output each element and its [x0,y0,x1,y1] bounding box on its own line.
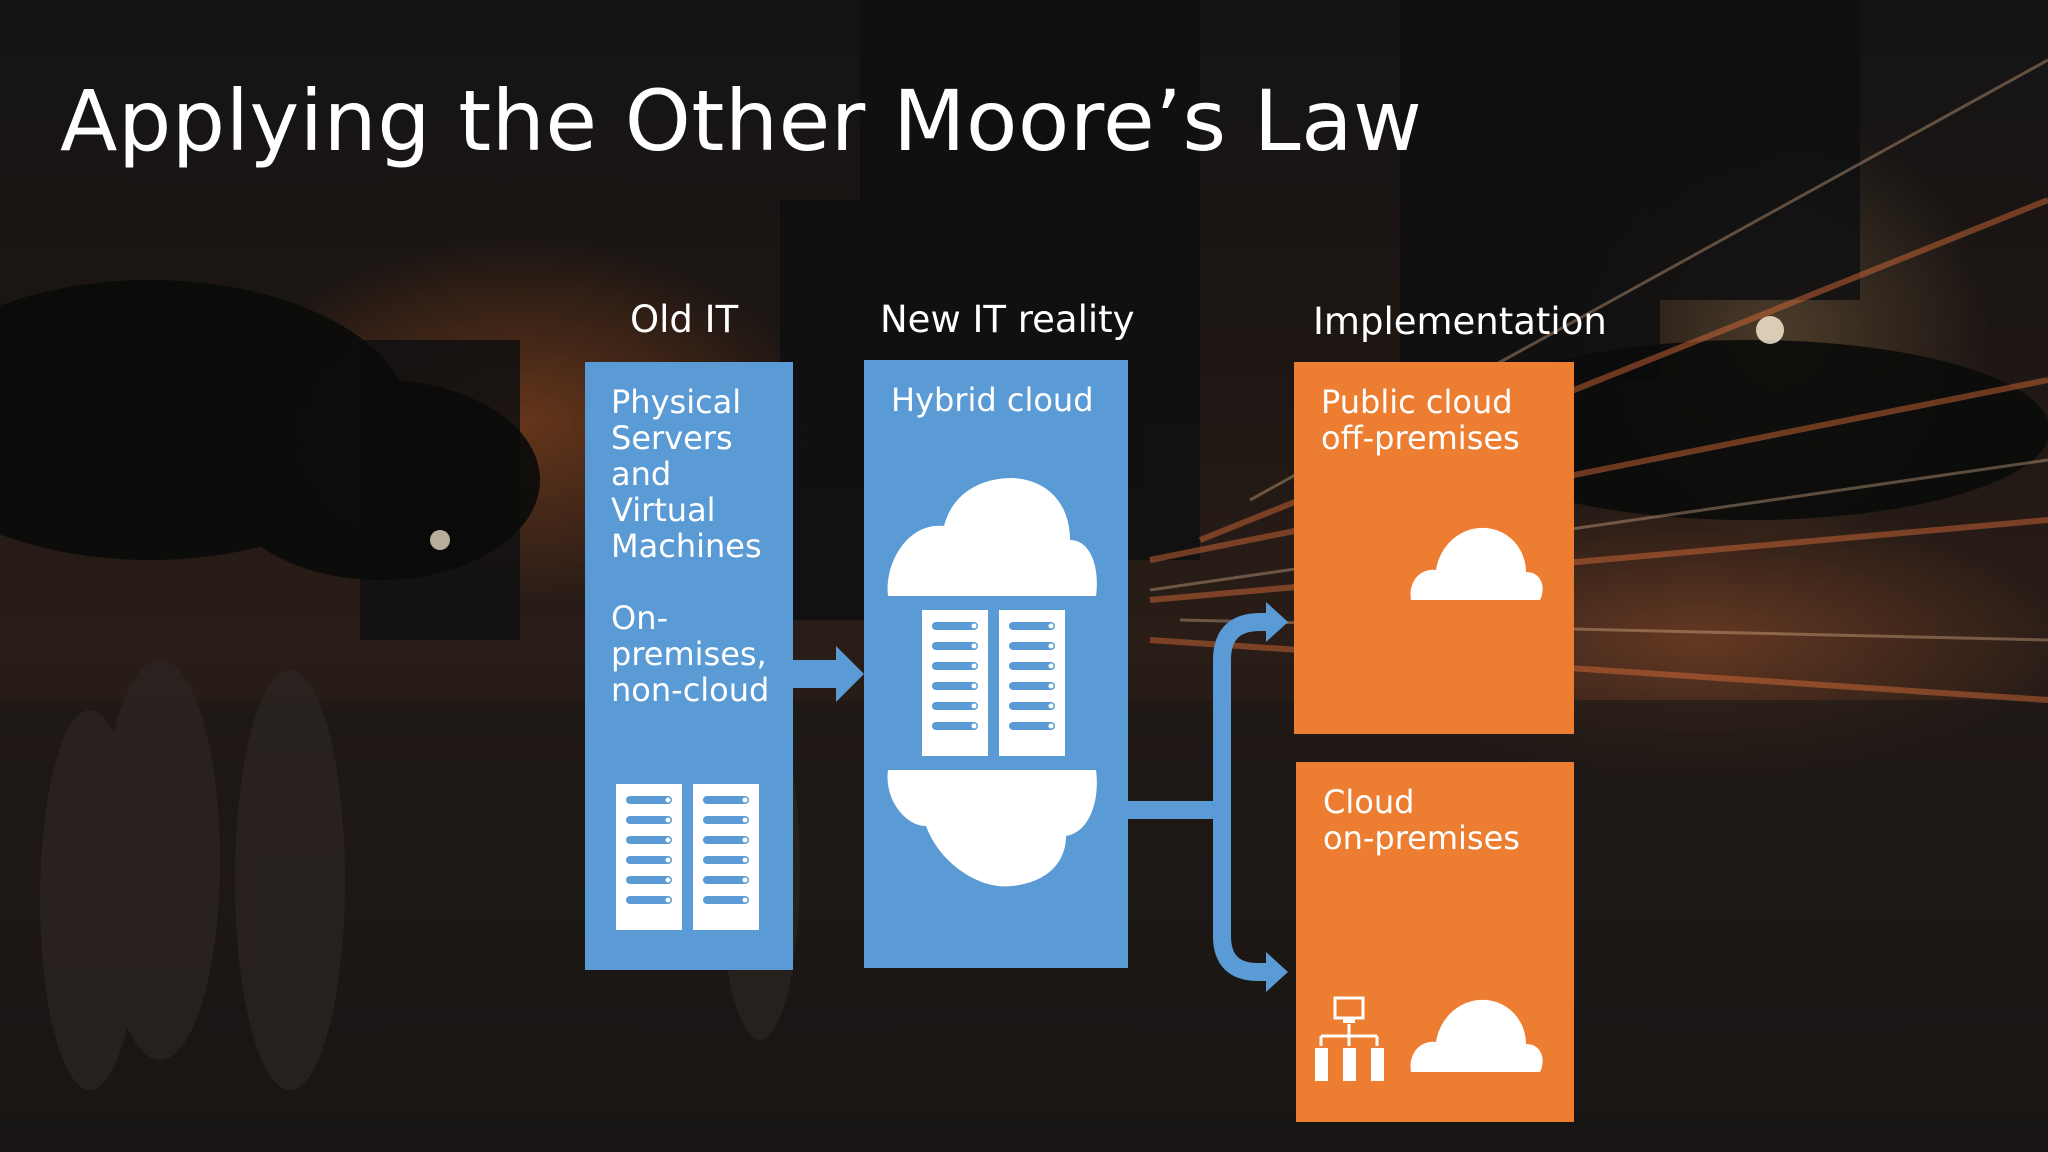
column-heading-new-it: New IT reality [880,298,1135,341]
cloud-icon [887,478,1097,596]
public-cloud-box: Public cloud off-premises [1294,362,1574,734]
public-cloud-text: Public cloud off-premises [1321,383,1520,457]
old-it-location-text: On- premises, non-cloud [611,599,770,709]
arrow-right-icon [1266,952,1288,992]
column-heading-implementation: Implementation [1313,300,1607,343]
server-rack-icon [616,784,759,930]
cloud-icon [1410,527,1543,600]
column-heading-old-it: Old IT [630,298,739,341]
branch-arrow-icon [1128,613,1270,981]
cloud-icon [1410,999,1543,1072]
old-it-box: Physical Servers and Virtual Machines On… [585,362,793,970]
slide-title: Applying the Other Moore’s Law [60,72,1423,170]
cloud-icon [887,770,1097,887]
hybrid-cloud-text: Hybrid cloud [891,381,1094,419]
server-rack-icon [922,610,1065,756]
old-it-servers-text: Physical Servers and Virtual Machines [611,383,762,565]
arrow-right-icon [1266,602,1288,642]
cloud-onprem-text: Cloud on-premises [1323,783,1520,857]
arrow-right-icon [793,646,864,702]
network-hierarchy-icon [1315,996,1384,1081]
